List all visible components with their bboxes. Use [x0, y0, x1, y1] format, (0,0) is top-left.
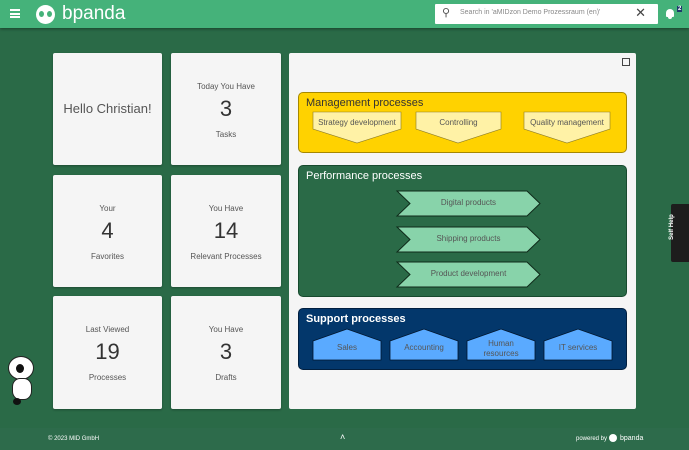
greeting-card: Hello Christian!: [53, 53, 162, 165]
powered-by: powered by: [576, 436, 608, 442]
search-input[interactable]: ⚲ Search in 'aMIDzon Demo Prozessraum (e…: [435, 4, 658, 24]
top-bar: bpanda ⚲ Search in 'aMIDzon Demo Prozess…: [0, 0, 689, 28]
process-controlling[interactable]: Controlling: [415, 111, 502, 144]
process-accounting[interactable]: Accounting: [389, 328, 459, 361]
card-caption: Drafts: [215, 373, 237, 382]
process-it-services[interactable]: IT services: [543, 328, 613, 361]
self-help-button[interactable]: Self Help: [669, 204, 689, 262]
footer-brand: bpanda: [620, 435, 644, 442]
brand-name: bpanda: [62, 3, 126, 24]
scroll-top-icon[interactable]: ˄: [340, 432, 346, 442]
card-count: 14: [213, 218, 239, 243]
card-label: You Have: [208, 325, 244, 334]
card-label: You Have: [208, 204, 244, 213]
card-count: 3: [219, 96, 233, 121]
process-quality-management[interactable]: Quality management: [523, 111, 611, 144]
process-map-panel: Management processes Performance process…: [289, 53, 636, 409]
panda-logo-icon: [609, 434, 617, 442]
card-count: 4: [101, 218, 114, 243]
copyright: © 2023 MID GmbH: [48, 436, 100, 442]
card-count: 19: [95, 339, 120, 364]
card-caption: Relevant Processes: [190, 252, 262, 261]
search-icon: ⚲: [442, 7, 451, 19]
process-human-resources[interactable]: Human resources: [466, 328, 536, 361]
process-strategy-development[interactable]: Strategy development: [312, 111, 402, 144]
card-label: Last Viewed: [85, 325, 130, 334]
panda-mascot-icon: [4, 356, 38, 406]
card-caption: Tasks: [215, 130, 237, 139]
card-caption: Processes: [88, 373, 127, 382]
bell-icon[interactable]: [666, 9, 674, 19]
menu-icon[interactable]: [10, 9, 20, 18]
greeting: Hello Christian!: [63, 101, 152, 116]
panda-logo-icon: [36, 5, 55, 24]
process-shipping-products[interactable]: Shipping products: [395, 226, 541, 253]
search-placeholder: Search in 'aMIDzon Demo Prozessraum (en)…: [460, 9, 601, 16]
card-count: 3: [219, 339, 233, 364]
notification-badge: 2: [677, 6, 683, 12]
card-label: Today You Have: [197, 82, 255, 91]
fullscreen-icon[interactable]: [622, 58, 630, 66]
card-label: Your: [99, 204, 116, 213]
clear-search-icon[interactable]: ✕: [635, 5, 646, 20]
card-caption: Favorites: [91, 252, 124, 261]
group-title: Management processes: [306, 97, 424, 109]
group-title: Performance processes: [306, 170, 423, 182]
group-title: Support processes: [306, 313, 406, 325]
process-digital-products[interactable]: Digital products: [395, 190, 541, 217]
process-product-development[interactable]: Product development: [395, 261, 541, 288]
footer: © 2023 MID GmbH ˄ powered by bpanda: [0, 428, 689, 450]
process-sales[interactable]: Sales: [312, 328, 382, 361]
